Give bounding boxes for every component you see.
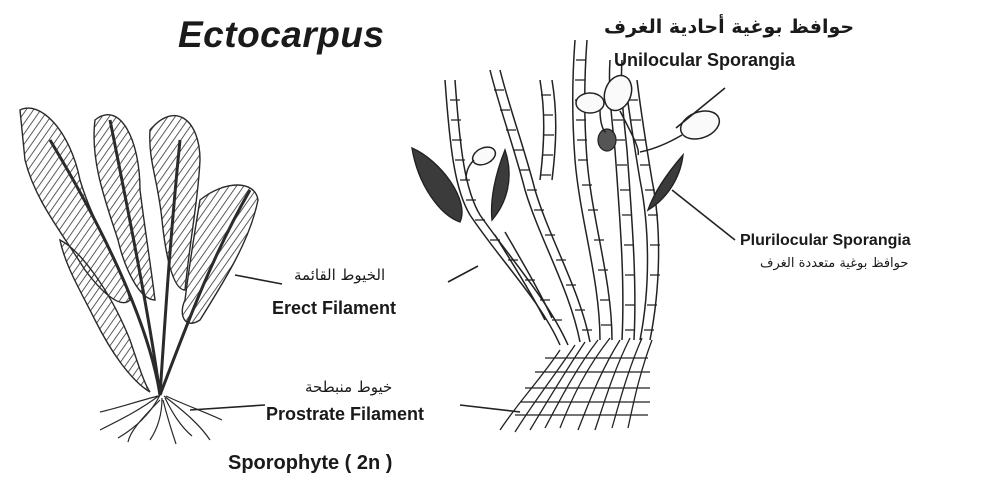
sporophyte-caption: Sporophyte ( 2n ): [228, 452, 392, 475]
leader-erect-right: [448, 266, 478, 282]
unilocular-label: Unilocular Sporangia: [614, 50, 795, 71]
leader-erect-left: [235, 275, 282, 284]
habit-plant: [20, 108, 258, 444]
leader-prostrate-right: [460, 405, 520, 412]
unilocular-sporangium: [598, 129, 616, 151]
erect-label: Erect Filament: [272, 298, 396, 319]
unilocular-sporangium: [470, 144, 499, 169]
unilocular-label-arabic: حوافظ بوغية أحادية الغرف: [604, 16, 854, 38]
prostrate-base-left: [100, 395, 222, 444]
plurilocular-sporangium: [492, 150, 510, 220]
plurilocular-sporangium: [412, 148, 462, 222]
unilocular-sporangium: [677, 106, 723, 144]
erect-label-arabic: الخيوط القائمة: [294, 266, 385, 284]
prostrate-label: Prostrate Filament: [266, 404, 424, 425]
leader-lines: [190, 88, 735, 412]
leader-plurilocular: [672, 190, 735, 240]
leader-prostrate-left: [190, 405, 265, 410]
prostrate-label-arabic: خيوط منبطحة: [305, 378, 392, 396]
filament-detail: [412, 40, 723, 432]
plurilocular-label-arabic: حوافظ بوغية متعددة الغرف: [760, 256, 908, 271]
unilocular-sporangium: [600, 72, 637, 115]
diagram-title: Ectocarpus: [178, 14, 385, 56]
plurilocular-label: Plurilocular Sporangia: [740, 232, 911, 250]
prostrate-mass: [500, 338, 652, 432]
